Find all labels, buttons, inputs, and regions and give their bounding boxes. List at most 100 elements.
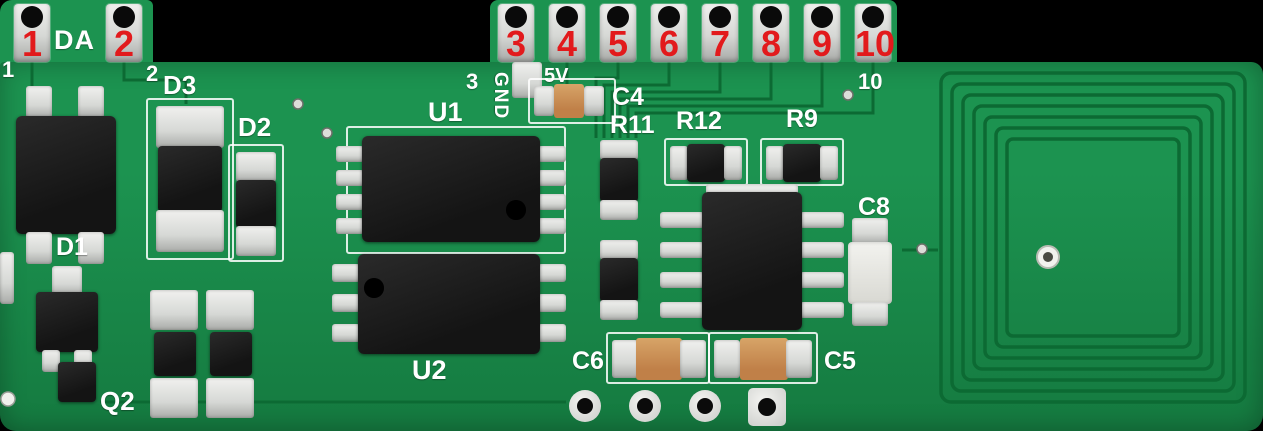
silk-label-d3: D3 xyxy=(163,70,197,100)
pad-3: 3 xyxy=(498,4,534,62)
silk-5v-label: 5V xyxy=(544,65,569,87)
test-point xyxy=(569,390,601,422)
d2-outline xyxy=(228,144,284,262)
pad-5: 5 xyxy=(600,4,636,62)
passive-pad xyxy=(206,290,254,330)
u1-pin1-dot xyxy=(506,200,526,220)
silk-gnd-label: GND xyxy=(490,72,511,121)
pad-hole xyxy=(607,6,629,28)
silk-label-u1: U1 xyxy=(428,97,463,127)
r11-terminal xyxy=(600,140,638,160)
u2-lead xyxy=(538,324,566,342)
d2-body xyxy=(236,180,276,228)
r12-terminal xyxy=(670,146,688,180)
c8-terminal xyxy=(852,302,888,326)
ic-lead xyxy=(660,272,704,288)
passive-pad xyxy=(150,378,198,418)
pad-2: 2 xyxy=(106,4,142,62)
pad-hole xyxy=(556,6,578,28)
d3-body xyxy=(158,146,222,212)
pad-6: 6 xyxy=(651,4,687,62)
pad-10: 10 xyxy=(855,4,896,64)
silk-label-c8: C8 xyxy=(858,193,890,221)
u2-body xyxy=(358,254,540,354)
test-point xyxy=(629,390,661,422)
pad-10-number: 10 xyxy=(855,23,896,64)
silk-label-r9: R9 xyxy=(786,105,818,133)
pad-hole xyxy=(760,6,782,28)
c4-outline xyxy=(528,78,616,124)
silk-pin10-number: 10 xyxy=(858,69,883,94)
u2-lead xyxy=(332,294,360,312)
pad-hole xyxy=(21,6,43,28)
pad-hole xyxy=(862,6,884,28)
r12-terminal xyxy=(724,146,742,180)
pad-hole xyxy=(658,6,680,28)
c5-terminal xyxy=(786,340,812,378)
silk-label-c4: C4 xyxy=(612,83,644,111)
c6-terminal xyxy=(680,340,706,378)
silk-label-q2: Q2 xyxy=(100,386,135,416)
u1-lead xyxy=(336,146,364,162)
q2-body xyxy=(36,292,98,352)
pad-hole xyxy=(505,6,527,28)
silk-pin3-number: 3 xyxy=(466,69,479,94)
u1-lead xyxy=(538,146,566,162)
c5-outline xyxy=(708,332,818,384)
silk-pin2-number: 2 xyxy=(146,61,159,86)
pad-8-number: 8 xyxy=(760,23,782,64)
pad-9-number: 9 xyxy=(811,23,833,64)
pad-7-number: 7 xyxy=(709,23,731,64)
test-point-hole xyxy=(637,398,653,414)
ic-body xyxy=(702,192,802,330)
ic-lead xyxy=(800,302,844,318)
q2-aux-chip xyxy=(58,362,96,402)
ic-lead xyxy=(800,212,844,228)
silk-label-d2: D2 xyxy=(238,112,272,142)
pad-3-number: 3 xyxy=(505,23,527,64)
c8-terminal xyxy=(852,218,888,244)
r11-terminal xyxy=(600,200,638,220)
resistor-terminal xyxy=(600,300,638,320)
pad-5-number: 5 xyxy=(607,23,629,64)
u1-lead xyxy=(538,218,566,234)
u1-lead xyxy=(336,218,364,234)
r9-body xyxy=(783,144,821,182)
u1-lead xyxy=(538,194,566,210)
u2-lead xyxy=(332,264,360,282)
antenna-coil xyxy=(939,71,1247,404)
c5-terminal xyxy=(714,340,740,378)
silk-da-label: DA xyxy=(54,25,95,55)
edge-pad xyxy=(0,252,14,304)
resistor-terminal xyxy=(600,240,638,260)
u1-lead xyxy=(336,194,364,210)
pad-8: 8 xyxy=(753,4,789,62)
u2-lead xyxy=(332,324,360,342)
pad-hole xyxy=(709,6,731,28)
passive-pad xyxy=(206,378,254,418)
d3-outline xyxy=(146,98,234,260)
d1-lead xyxy=(78,86,104,118)
pad-7: 7 xyxy=(702,4,738,62)
pad-1-number: 1 xyxy=(21,23,43,64)
test-point-hole xyxy=(697,398,713,414)
ic-lead xyxy=(660,302,704,318)
d1-body xyxy=(16,116,116,234)
u1-lead xyxy=(538,170,566,186)
q2-lead xyxy=(52,266,82,296)
pad-4-number: 4 xyxy=(556,23,578,64)
d1-lead xyxy=(26,232,52,264)
d1-lead xyxy=(26,86,52,118)
r12-body xyxy=(687,144,725,182)
silk-label-c5: C5 xyxy=(824,347,856,375)
r9-terminal xyxy=(766,146,784,180)
c5-body xyxy=(740,338,788,380)
pad-4: 4 xyxy=(549,4,585,62)
ic-lead xyxy=(800,242,844,258)
passive-body xyxy=(210,332,252,376)
test-point-hole xyxy=(758,398,776,416)
passive-pad xyxy=(150,290,198,330)
pad-hole xyxy=(113,6,135,28)
c6-body xyxy=(636,338,682,380)
